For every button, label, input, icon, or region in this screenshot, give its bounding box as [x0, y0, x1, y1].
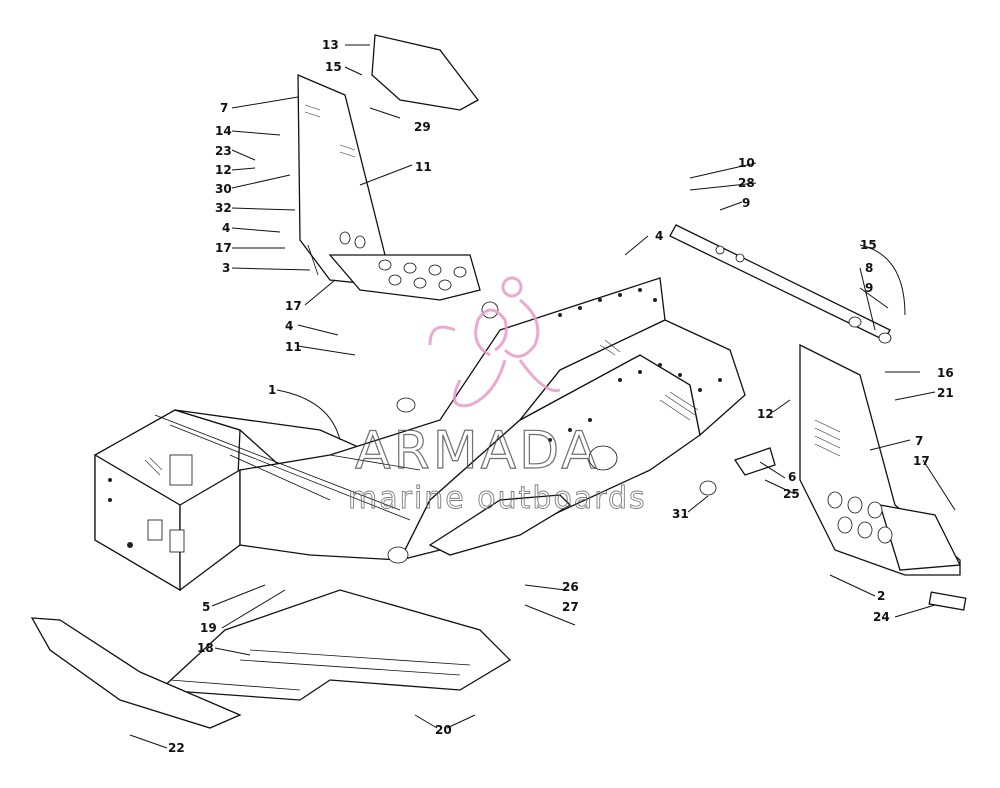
- callout-24: 24: [873, 610, 890, 624]
- callout-26: 26: [562, 580, 579, 594]
- callout-1: 1: [268, 383, 276, 397]
- callout-23: 23: [215, 144, 232, 158]
- callout-11: 11: [285, 340, 302, 354]
- steering-support: [297, 74, 481, 301]
- side-panel: [799, 343, 967, 611]
- callout-17: 17: [285, 299, 302, 313]
- callout-7: 7: [915, 434, 923, 448]
- callout-29: 29: [414, 120, 431, 134]
- front-bracket: [733, 447, 776, 476]
- callout-22: 22: [168, 741, 185, 755]
- callout-4: 4: [285, 319, 293, 333]
- callout-13: 13: [322, 38, 339, 52]
- callout-15: 15: [860, 238, 877, 252]
- skid-plate: [30, 617, 242, 729]
- leader-lines: [129, 44, 956, 749]
- callout-9: 9: [865, 281, 873, 295]
- top-cover: [371, 34, 479, 111]
- callout-25: 25: [783, 487, 800, 501]
- callout-11: 11: [415, 160, 432, 174]
- lower-rail: [428, 494, 572, 556]
- callout-labels: 13 15 7 14 23 12 30 32 4 17 3 29 11 17 4…: [168, 38, 954, 755]
- callout-9: 9: [742, 196, 750, 210]
- callout-30: 30: [215, 182, 232, 196]
- callout-16: 16: [937, 366, 954, 380]
- callout-12: 12: [215, 163, 232, 177]
- belly-pan: [158, 589, 512, 701]
- callout-10: 10: [738, 156, 755, 170]
- crossbar: [669, 224, 892, 344]
- callout-4: 4: [655, 229, 663, 243]
- callout-14: 14: [215, 124, 232, 138]
- callout-15: 15: [325, 60, 342, 74]
- callout-28: 28: [738, 176, 755, 190]
- callout-7: 7: [220, 101, 228, 115]
- callout-31: 31: [672, 507, 689, 521]
- callout-18: 18: [197, 641, 214, 655]
- watermark-tagline: marine outboards: [348, 481, 647, 516]
- watermark-logo-icon: [428, 276, 561, 408]
- callout-8: 8: [865, 261, 873, 275]
- callout-5: 5: [202, 600, 210, 614]
- callout-4: 4: [222, 221, 230, 235]
- callout-19: 19: [200, 621, 217, 635]
- callout-6: 6: [788, 470, 796, 484]
- callout-2: 2: [877, 589, 885, 603]
- watermark: ARMADA marine outboards: [348, 276, 647, 516]
- watermark-brand: ARMADA: [355, 421, 600, 481]
- callout-17: 17: [215, 241, 232, 255]
- callout-12: 12: [757, 407, 774, 421]
- callout-32: 32: [215, 201, 232, 215]
- callout-17: 17: [913, 454, 930, 468]
- callout-21: 21: [937, 386, 954, 400]
- callout-3: 3: [222, 261, 230, 275]
- callout-27: 27: [562, 600, 579, 614]
- callout-20: 20: [435, 723, 452, 737]
